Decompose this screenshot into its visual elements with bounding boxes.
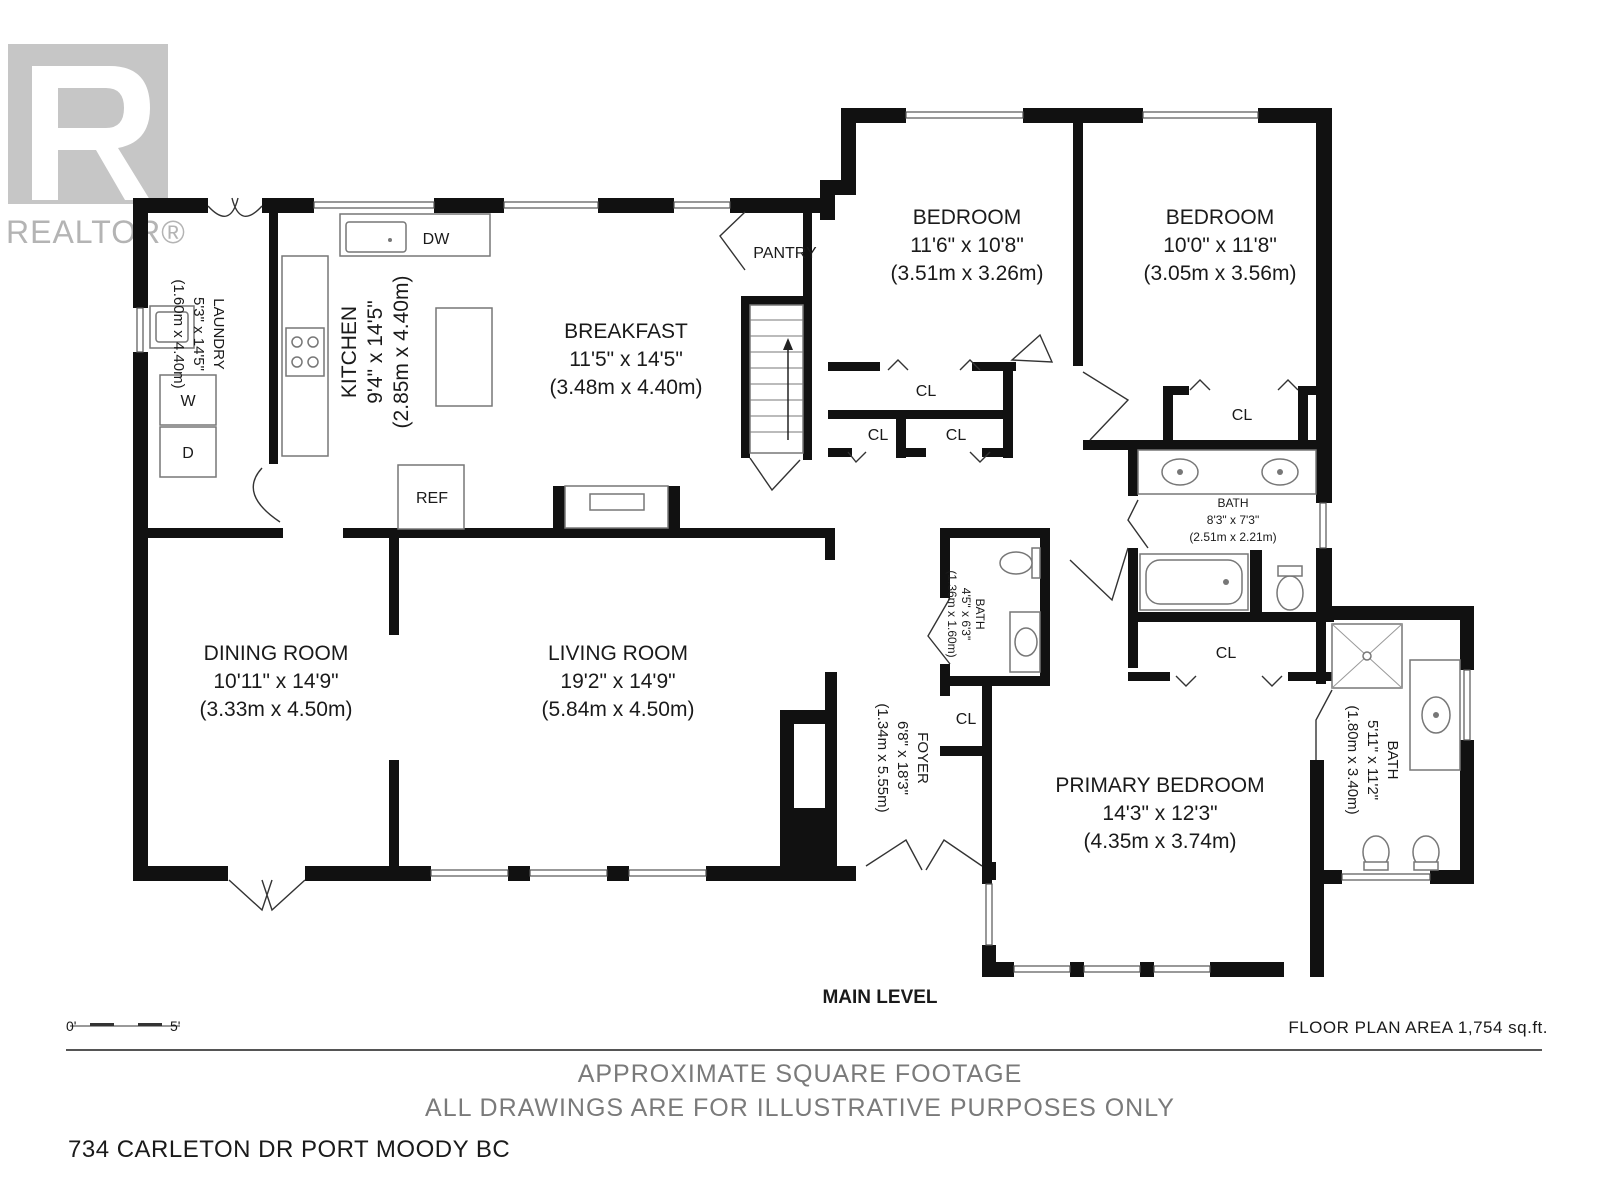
svg-text:(1.80m x 3.40m): (1.80m x 3.40m) (1344, 705, 1361, 814)
realtor-wordmark: REALTOR® (6, 214, 186, 250)
bath-main-label: BATH 8'3" x 7'3" (2.51m x 2.21m) (1189, 496, 1276, 544)
svg-text:BATH: BATH (973, 598, 987, 629)
svg-text:(1.60m x 4.40m): (1.60m x 4.40m) (170, 279, 187, 388)
walls (133, 108, 1474, 977)
foyer-label: FOYER 6'8" x 18'3" (1.34m x 5.55m) (874, 703, 931, 812)
svg-text:(3.48m x 4.40m): (3.48m x 4.40m) (550, 376, 703, 399)
windows (136, 111, 1471, 973)
svg-text:LAUNDRY: LAUNDRY (210, 298, 227, 369)
bath-half-label: BATH 4'5" x 6'3" (1.36m x 1.60m) (945, 570, 987, 657)
svg-text:4'5" x 6'3": 4'5" x 6'3" (959, 588, 973, 640)
divider (66, 1049, 1542, 1051)
closet-label: CL (956, 711, 977, 728)
breakfast-label: BREAKFAST 11'5" x 14'5" (3.48m x 4.40m) (550, 320, 703, 399)
svg-text:9'4" x 14'5": 9'4" x 14'5" (364, 300, 387, 404)
svg-text:(1.34m x 5.55m): (1.34m x 5.55m) (874, 703, 891, 812)
svg-text:(3.51m x 3.26m): (3.51m x 3.26m) (891, 262, 1044, 285)
svg-text:LIVING ROOM: LIVING ROOM (548, 642, 688, 665)
svg-text:DINING ROOM: DINING ROOM (204, 642, 349, 665)
svg-text:FOYER: FOYER (914, 732, 931, 784)
doors (207, 197, 1333, 912)
svg-text:10'11" x 14'9": 10'11" x 14'9" (213, 670, 338, 693)
primary-bedroom-label: PRIMARY BEDROOM 14'3" x 12'3" (4.35m x 3… (1055, 774, 1264, 853)
svg-text:BEDROOM: BEDROOM (913, 206, 1022, 229)
bedroom-2-label: BEDROOM 10'0" x 11'8" (3.05m x 3.56m) (1144, 206, 1297, 285)
level-title: MAIN LEVEL (822, 987, 938, 1008)
svg-text:8'3" x 7'3": 8'3" x 7'3" (1207, 513, 1259, 527)
closet-label: CL (868, 427, 889, 444)
closet-label: CL (916, 383, 937, 400)
svg-text:(2.85m x 4.40m): (2.85m x 4.40m) (390, 276, 413, 429)
living-label: LIVING ROOM 19'2" x 14'9" (5.84m x 4.50m… (542, 642, 695, 721)
disclaimer-line-2: ALL DRAWINGS ARE FOR ILLUSTRATIVE PURPOS… (425, 1094, 1175, 1122)
svg-text:(3.33m x 4.50m): (3.33m x 4.50m) (200, 698, 353, 721)
closet-label: CL (1216, 645, 1237, 662)
dishwasher-label: DW (423, 231, 451, 248)
dining-label: DINING ROOM 10'11" x 14'9" (3.33m x 4.50… (200, 642, 353, 721)
svg-text:BATH: BATH (1384, 741, 1401, 780)
fixtures (149, 213, 1461, 871)
svg-text:11'5" x 14'5": 11'5" x 14'5" (569, 348, 683, 371)
closet-label: CL (1232, 407, 1253, 424)
svg-text:5'11" x 11'2": 5'11" x 11'2" (1364, 720, 1381, 800)
kitchen-label: KITCHEN 9'4" x 14'5" (2.85m x 4.40m) (338, 276, 413, 429)
svg-text:(3.05m x 3.56m): (3.05m x 3.56m) (1144, 262, 1297, 285)
realtor-logo: REALTOR® (6, 44, 186, 250)
pantry-label: PANTRY (753, 245, 817, 262)
stairs (749, 304, 804, 454)
svg-text:5'3" x 14'5": 5'3" x 14'5" (190, 297, 207, 371)
svg-text:10'0" x 11'8": 10'0" x 11'8" (1163, 234, 1277, 257)
svg-text:19'2" x 14'9": 19'2" x 14'9" (560, 670, 675, 693)
scale-bar (70, 1023, 180, 1027)
room-labels: LAUNDRY 5'3" x 14'5" (1.60m x 4.40m) KIT… (170, 206, 1401, 853)
svg-text:BEDROOM: BEDROOM (1166, 206, 1275, 229)
scale-end-label: 5' (170, 1018, 181, 1034)
svg-text:BATH: BATH (1217, 496, 1248, 510)
svg-text:KITCHEN: KITCHEN (338, 306, 361, 398)
svg-text:14'3" x 12'3": 14'3" x 12'3" (1102, 802, 1217, 825)
svg-text:(1.36m x 1.60m): (1.36m x 1.60m) (945, 570, 959, 657)
disclaimer-line-1: APPROXIMATE SQUARE FOOTAGE (577, 1060, 1023, 1088)
svg-text:PRIMARY BEDROOM: PRIMARY BEDROOM (1055, 774, 1264, 797)
bedroom-1-label: BEDROOM 11'6" x 10'8" (3.51m x 3.26m) (891, 206, 1044, 285)
svg-text:11'6" x 10'8": 11'6" x 10'8" (910, 234, 1024, 257)
svg-text:(2.51m x 2.21m): (2.51m x 2.21m) (1189, 530, 1276, 544)
fixture-labels: W D DW REF PANTRY CL CL CL CL CL CL (180, 231, 1252, 728)
bath-ensuite-label: BATH 5'11" x 11'2" (1.80m x 3.40m) (1344, 705, 1401, 814)
scale-start-label: 0' (66, 1018, 77, 1034)
svg-text:(5.84m x 4.50m): (5.84m x 4.50m) (542, 698, 695, 721)
closet-label: CL (946, 427, 967, 444)
floor-area: FLOOR PLAN AREA 1,754 sq.ft. (1288, 1018, 1548, 1037)
washer-label: W (180, 393, 196, 410)
laundry-label: LAUNDRY 5'3" x 14'5" (1.60m x 4.40m) (170, 279, 227, 388)
dryer-label: D (182, 445, 194, 462)
property-address: 734 CARLETON DR PORT MOODY BC (68, 1136, 511, 1163)
svg-text:(4.35m x 3.74m): (4.35m x 3.74m) (1084, 830, 1237, 853)
svg-text:6'8" x 18'3": 6'8" x 18'3" (894, 721, 911, 795)
fridge-label: REF (416, 490, 448, 507)
svg-text:BREAKFAST: BREAKFAST (564, 320, 688, 343)
